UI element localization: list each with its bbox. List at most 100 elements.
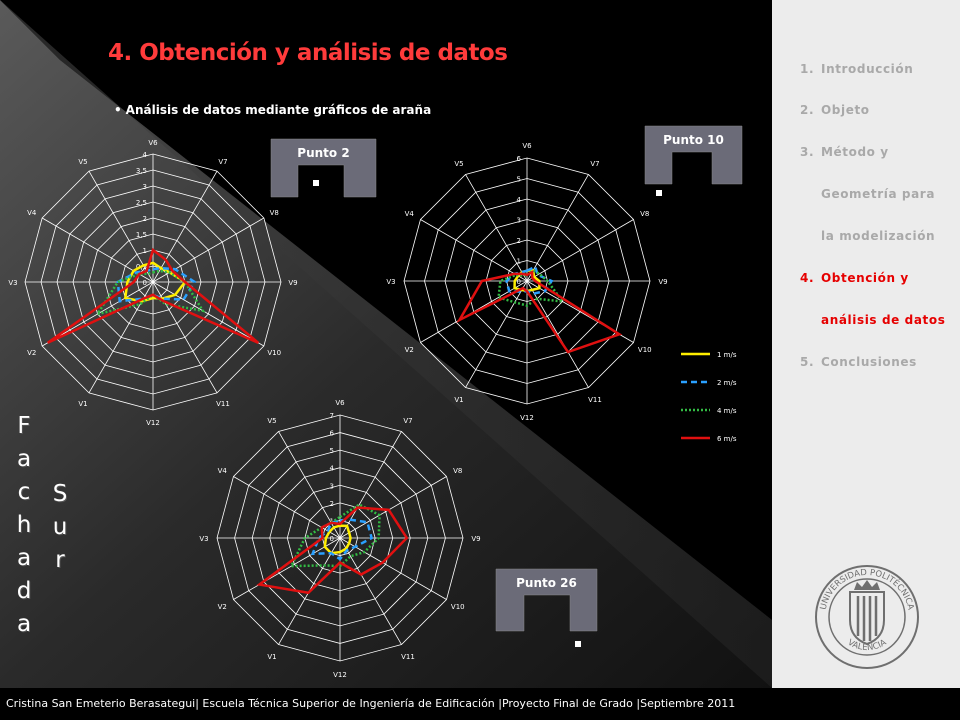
radar-axis-label: V1 <box>454 396 463 404</box>
point-10-panel: Punto 10 <box>644 125 743 196</box>
radar-axis-label: V9 <box>658 278 667 286</box>
vertical-letter: S <box>52 481 68 507</box>
nav-item-number: 1. <box>800 62 815 76</box>
nav-item[interactable]: 3. Método y <box>800 145 889 159</box>
page-title: 4. Obtención y análisis de datos <box>108 40 508 66</box>
radar-axis-label: V3 <box>199 535 208 543</box>
nav-item[interactable]: 1. Introducción <box>800 62 913 76</box>
sidebar: UNIVERSIDAD POLITÉCNICA VALENCIA <box>772 0 960 688</box>
radar-axis-label: V6 <box>522 142 532 150</box>
nav-item-number: 4. <box>800 271 815 285</box>
radar-axis-label: V5 <box>267 417 276 425</box>
point-marker <box>313 180 319 186</box>
radar-axis-label: V2 <box>405 346 414 354</box>
nav-item[interactable]: análisis de datos <box>821 313 945 327</box>
radar-axis-label: V7 <box>403 417 412 425</box>
nav-item[interactable]: 2.Objeto <box>800 103 870 117</box>
vertical-letter: a <box>16 611 32 637</box>
radar-axis-label: V8 <box>640 210 649 218</box>
point-marker <box>656 190 662 196</box>
radar-axis-label: V11 <box>216 400 230 408</box>
panel-shape <box>495 568 598 632</box>
radar-spoke <box>88 170 154 283</box>
radar-tick-label: 6 <box>330 430 335 438</box>
radar-axis-label: V3 <box>8 279 17 287</box>
chart-legend: 1 m/s2 m/s4 m/s6 m/s <box>681 351 737 443</box>
radar-spoke <box>465 280 528 388</box>
radar-axis-label: V3 <box>386 278 395 286</box>
legend-label: 1 m/s <box>717 351 737 359</box>
radar-spoke <box>339 476 447 539</box>
bullet-text: •Análisis de datos mediante gráficos de … <box>114 103 432 117</box>
vertical-letter: c <box>17 479 31 505</box>
radar-axis-label: V11 <box>401 653 415 661</box>
vertical-letter: a <box>16 446 32 472</box>
nav-item-label: Introducción <box>821 62 914 76</box>
nav-item[interactable]: Geometría para <box>821 187 935 201</box>
spider-charts: V6V7V8V9V10V11V12V1V2V3V4V500,511,522,53… <box>8 125 743 679</box>
radar-axis-label: V5 <box>454 160 463 168</box>
radar-spoke <box>339 537 402 645</box>
radar-axis-label: V10 <box>451 603 465 611</box>
radar-tick-label: 3 <box>330 482 334 490</box>
radar-tick-label: 1 <box>517 258 521 266</box>
radar-tick-label: 7 <box>330 412 334 420</box>
nav-item[interactable]: 5.Conclusiones <box>800 355 917 369</box>
radar-spoke <box>41 281 154 347</box>
legend-label: 2 m/s <box>717 379 737 387</box>
bullet-label: Análisis de datos mediante gráficos de a… <box>125 103 432 117</box>
radar-tick-label: 1,5 <box>136 231 147 239</box>
radar-spoke <box>152 170 218 283</box>
point-marker <box>575 641 581 647</box>
legend-label: 4 m/s <box>717 407 737 415</box>
radar-tick-label: 2,5 <box>136 199 147 207</box>
radar-axis-label: V4 <box>218 467 228 475</box>
vertical-letter: h <box>16 512 32 538</box>
vertical-letter: F <box>17 413 31 439</box>
radar-axis-label: V1 <box>78 400 87 408</box>
svg-text:VALENCIA: VALENCIA <box>846 638 889 653</box>
vertical-letter: u <box>52 514 68 540</box>
radar-tick-label: 3 <box>143 183 147 191</box>
radar-tick-label: 0 <box>517 278 521 286</box>
nav-item-label: Objeto <box>821 103 870 117</box>
nav-item-label: Obtención y <box>821 271 909 285</box>
radar-axis-label: V5 <box>78 158 87 166</box>
footer-bar <box>0 688 960 720</box>
radar-axis-label: V12 <box>146 419 160 427</box>
radar-axis-label: V11 <box>588 396 602 404</box>
radar-tick-label: 4 <box>517 196 522 204</box>
radar-spoke <box>233 537 341 600</box>
radar-axis-label: V10 <box>638 346 652 354</box>
radar-tick-label: 2 <box>143 215 147 223</box>
radar-series-4ms <box>497 268 566 307</box>
radar-tick-label: 6 <box>517 155 522 163</box>
radar-axis-label: V9 <box>288 279 297 287</box>
radar-chart-1: V6V7V8V9V10V11V12V1V2V3V4V500,511,522,53… <box>8 139 297 427</box>
radar-series-4ms <box>94 269 206 316</box>
radar-axis-label: V12 <box>333 671 347 679</box>
radar-axis-label: V7 <box>590 160 599 168</box>
radar-series-6ms <box>46 247 260 344</box>
radar-axis-label: V2 <box>218 603 227 611</box>
nav-item-label: Método y <box>821 145 889 159</box>
radar-spoke <box>526 219 634 282</box>
vertical-letter: r <box>55 547 65 573</box>
radar-axis-label: V1 <box>267 653 276 661</box>
radar-series-6ms <box>256 506 409 595</box>
nav-item-label: Conclusiones <box>821 355 917 369</box>
nav-item-label: la modelización <box>821 229 936 243</box>
radar-tick-label: 0 <box>143 279 147 287</box>
nav-item-number: 3. <box>800 145 815 159</box>
radar-axis-label: V7 <box>218 158 227 166</box>
radar-spoke <box>152 281 265 347</box>
radar-spoke <box>278 431 341 539</box>
radar-axis-label: V6 <box>335 399 345 407</box>
nav-item[interactable]: la modelización <box>821 229 935 243</box>
nav-item[interactable]: 4. Obtención y <box>800 271 909 285</box>
vertical-letter: a <box>16 545 32 571</box>
